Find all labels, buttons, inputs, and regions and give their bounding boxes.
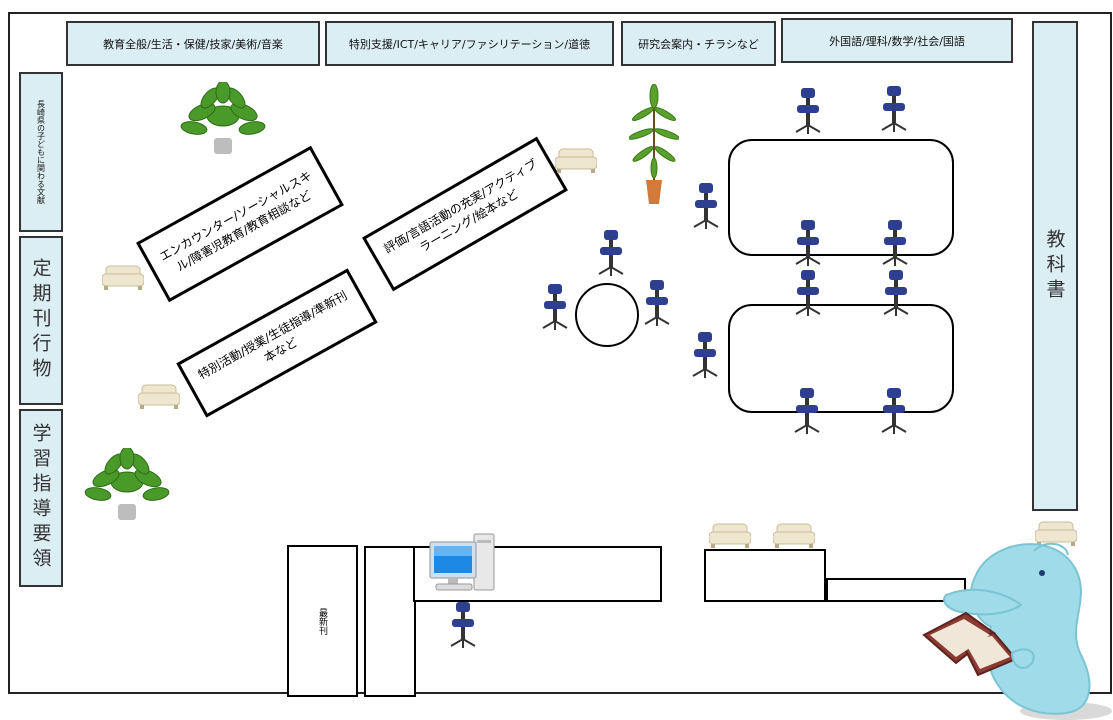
shelf-general-education[interactable]: 教育全般/生活・保健/技家/美術/音楽	[66, 21, 320, 66]
sofa-icon[interactable]	[709, 520, 751, 550]
potted-tree-icon	[629, 84, 679, 204]
shelf-special-support[interactable]: 特別支援/ICT/キャリア/ファシリテーション/道徳	[325, 21, 614, 66]
shelf-label: 教科書	[1043, 228, 1066, 304]
sofa-icon[interactable]	[555, 145, 597, 175]
shelf-label: 研究会案内・チラシなど	[638, 37, 759, 51]
shelf-flyers[interactable]: 研究会案内・チラシなど	[621, 21, 776, 66]
office-chair-icon[interactable]	[540, 284, 570, 334]
counter-left	[364, 546, 416, 697]
sofa-icon[interactable]	[102, 262, 144, 292]
shelf-label: 学習指導要領	[29, 423, 52, 573]
latest-issue-shelf[interactable]: 最新刊	[287, 545, 358, 697]
sofa-icon[interactable]	[138, 381, 180, 411]
office-chair-icon[interactable]	[691, 183, 721, 233]
counter-right	[704, 549, 826, 602]
office-chair-icon[interactable]	[881, 270, 911, 320]
shelf-label: 最新刊	[317, 607, 327, 635]
shelf-nagasaki-children[interactable]: 長崎県の子どもに関わる文献	[19, 72, 63, 232]
office-chair-icon[interactable]	[642, 280, 672, 330]
shelf-label: 特別支援/ICT/キャリア/ファシリテーション/道徳	[348, 37, 591, 51]
dolphin-reading-book-icon	[922, 542, 1112, 720]
meeting-table-lower[interactable]	[728, 304, 954, 413]
sofa-icon[interactable]	[1035, 518, 1077, 548]
office-chair-icon[interactable]	[793, 88, 823, 138]
counter-extension	[826, 578, 966, 602]
shelf-curriculum-guidelines[interactable]: 学習指導要領	[19, 409, 63, 587]
desktop-computer-icon[interactable]	[428, 532, 496, 594]
office-chair-icon[interactable]	[690, 332, 720, 382]
office-chair-icon[interactable]	[879, 388, 909, 438]
library-floor	[8, 12, 1112, 694]
round-table[interactable]	[575, 283, 639, 347]
shelf-label: 外国語/理科/数学/社会/国語	[829, 34, 965, 48]
meeting-table-upper[interactable]	[728, 139, 954, 256]
sofa-icon[interactable]	[773, 520, 815, 550]
shelf-periodicals[interactable]: 定期刊行物	[19, 236, 63, 405]
office-chair-icon[interactable]	[880, 220, 910, 270]
office-chair-icon[interactable]	[792, 388, 822, 438]
shelf-textbooks[interactable]: 教科書	[1032, 21, 1078, 511]
office-chair-icon[interactable]	[448, 602, 478, 652]
potted-plant-icon	[84, 448, 170, 520]
office-chair-icon[interactable]	[879, 86, 909, 136]
shelf-label: 長崎県の子どもに関わる文献	[36, 100, 46, 204]
office-chair-icon[interactable]	[596, 230, 626, 280]
shelf-subjects[interactable]: 外国語/理科/数学/社会/国語	[781, 18, 1013, 63]
office-chair-icon[interactable]	[793, 220, 823, 270]
office-chair-icon[interactable]	[793, 270, 823, 320]
shelf-label: 定期刊行物	[29, 258, 52, 383]
potted-plant-icon	[180, 82, 266, 154]
shelf-label: 教育全般/生活・保健/技家/美術/音楽	[103, 37, 283, 51]
